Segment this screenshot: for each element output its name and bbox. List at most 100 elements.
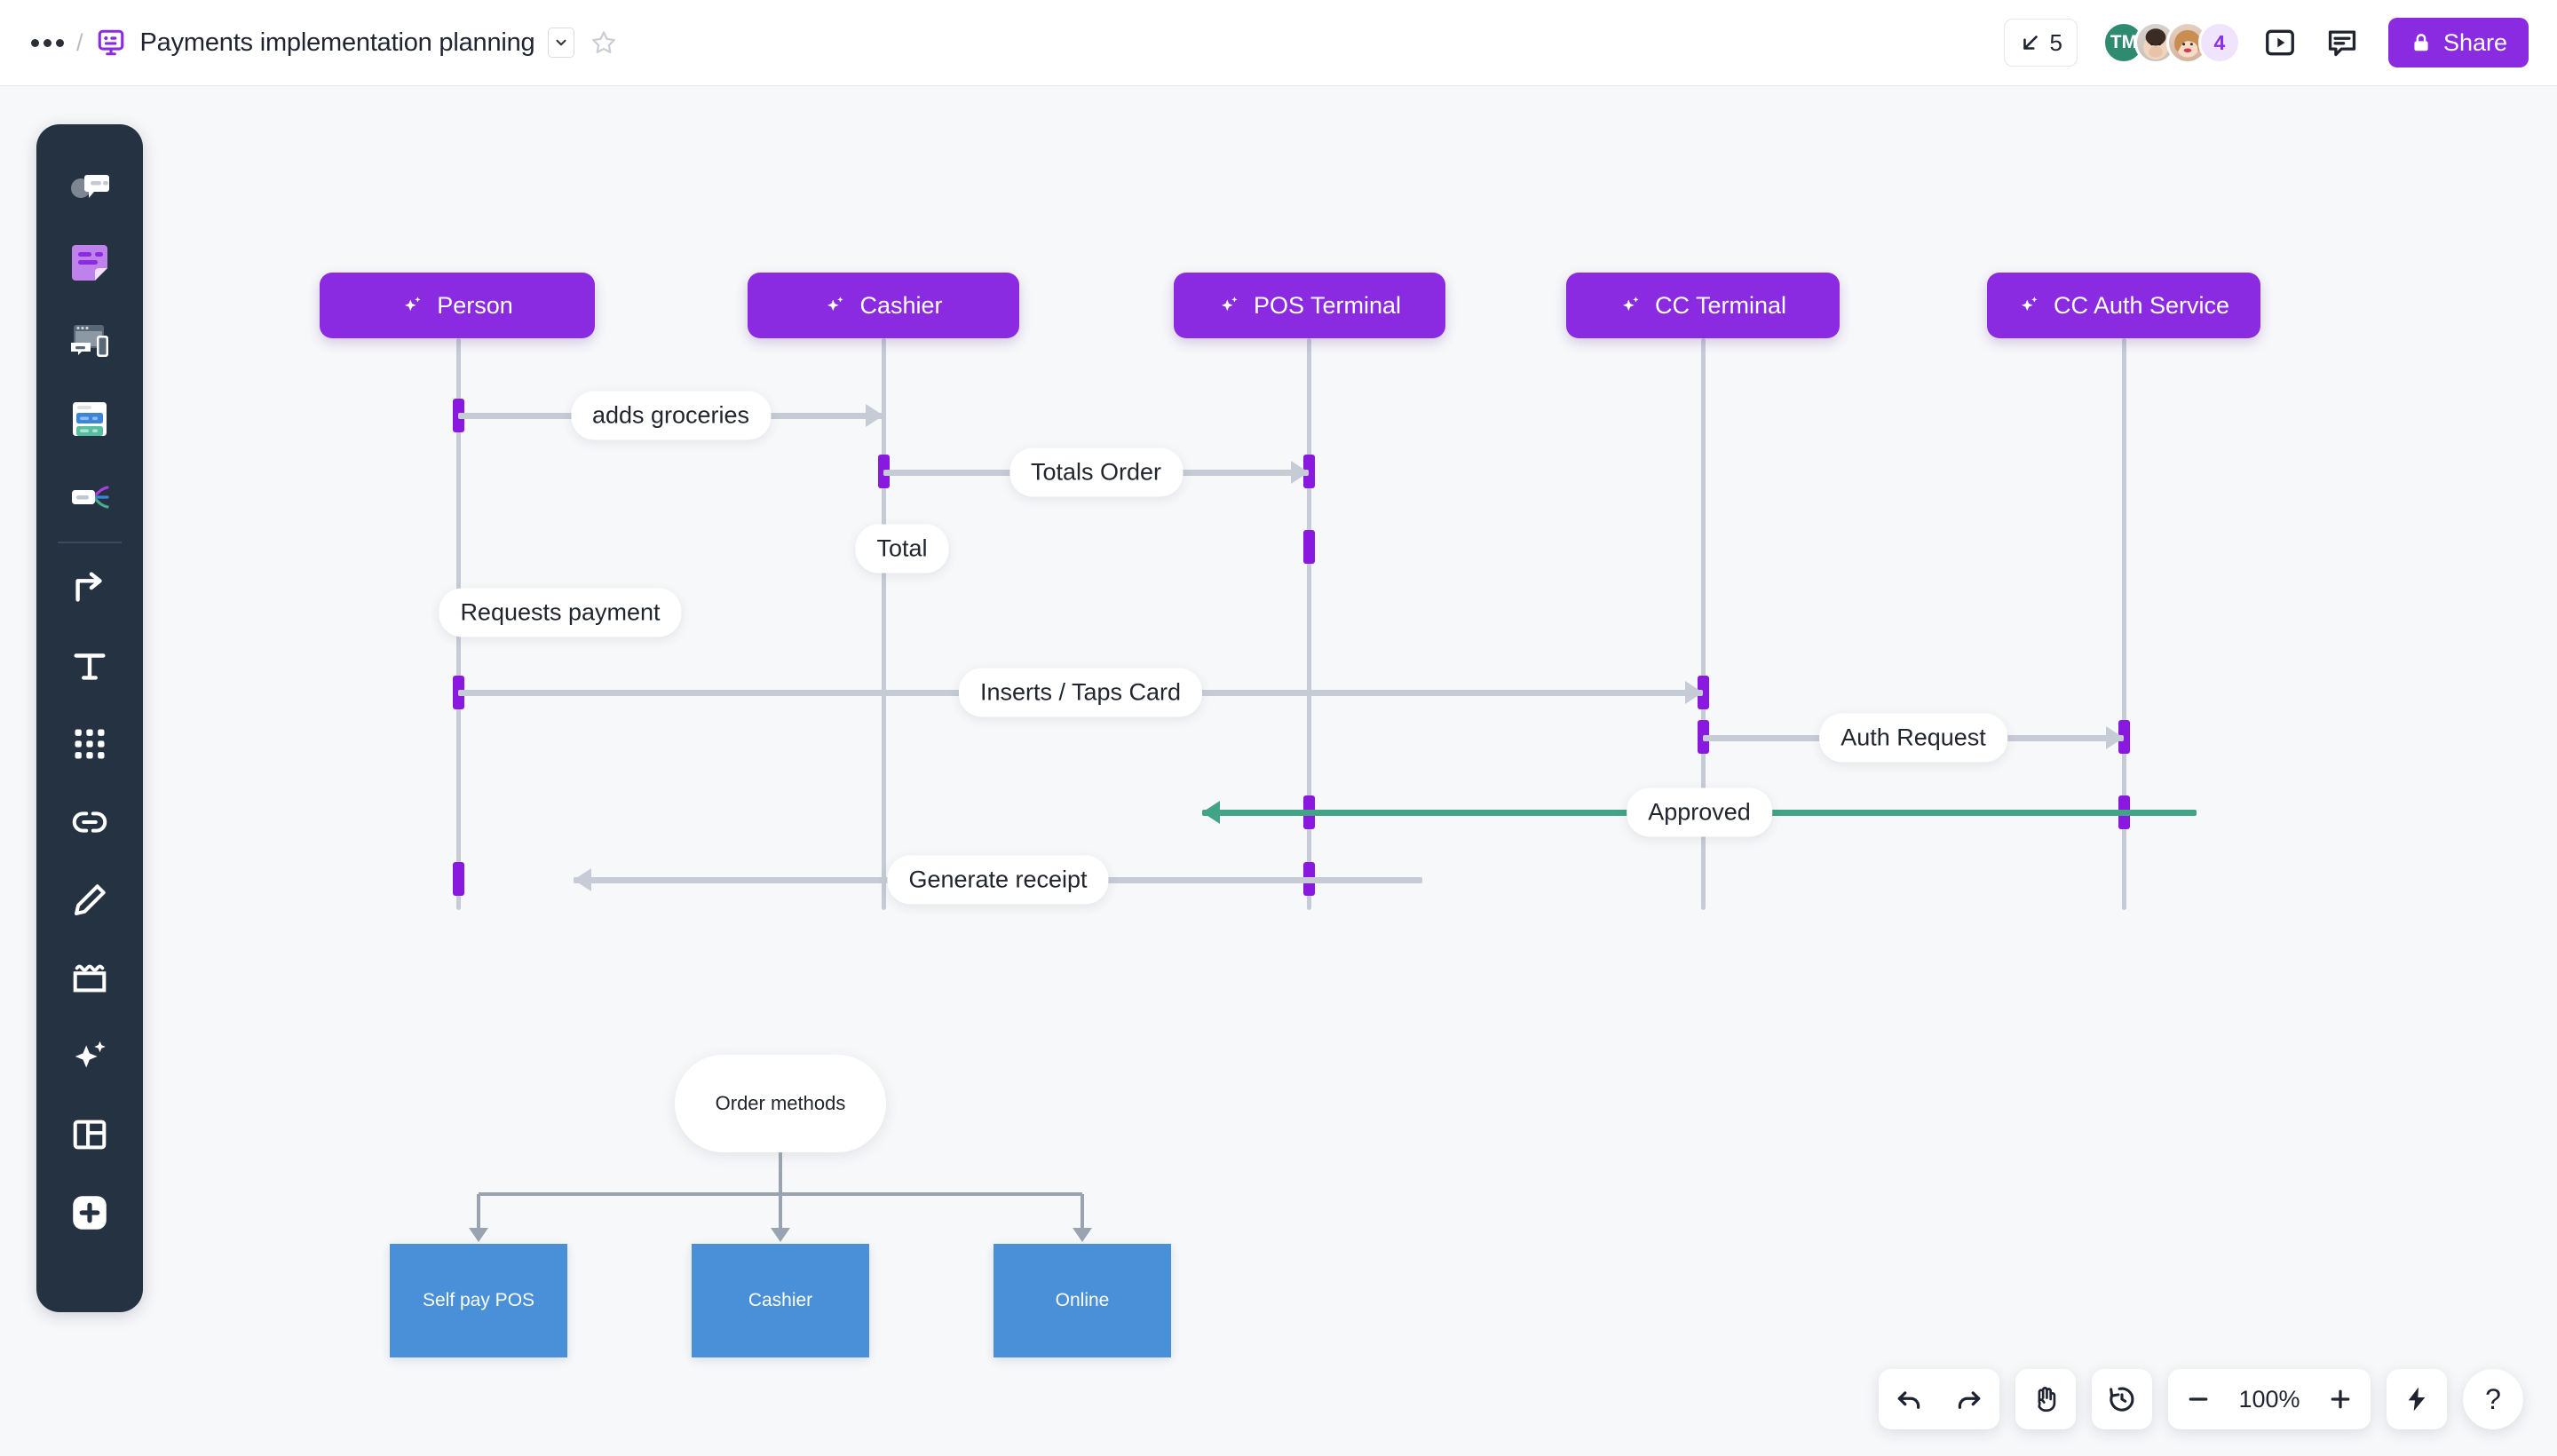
message-label[interactable]: Approved xyxy=(1627,787,1772,837)
zoom-group: 100% xyxy=(2168,1369,2371,1429)
link-icon xyxy=(72,811,107,833)
top-bar-left: / Payments implementation planning xyxy=(0,25,619,60)
mindmap-icon xyxy=(72,486,109,509)
zoom-out-button[interactable] xyxy=(2168,1369,2228,1429)
top-bar-right: 5 TM 4 xyxy=(2004,18,2557,67)
left-toolbar xyxy=(36,124,143,1312)
actor-box-ccauth[interactable]: CC Auth Service xyxy=(1987,273,2260,338)
message-label[interactable]: Total xyxy=(855,524,949,574)
message-label[interactable]: Inserts / Taps Card xyxy=(958,668,1203,717)
history-button[interactable] xyxy=(2092,1369,2152,1429)
quick-actions-group xyxy=(2387,1369,2447,1429)
actor-box-pos[interactable]: POS Terminal xyxy=(1174,273,1445,338)
redo-button[interactable] xyxy=(1939,1369,1999,1429)
tree-branch-0 xyxy=(477,1194,480,1230)
history-icon xyxy=(2110,1387,2134,1412)
message-arrowhead xyxy=(574,868,591,891)
lock-icon xyxy=(2414,34,2428,51)
undo-redo-group xyxy=(1879,1369,1999,1429)
tool-connector[interactable] xyxy=(51,549,129,627)
sparkle-icon xyxy=(1221,297,1238,312)
tool-text[interactable] xyxy=(51,627,129,705)
chevron-down-icon[interactable] xyxy=(547,28,574,58)
message-arrowhead xyxy=(1291,461,1309,484)
avatar-overflow-count: 4 xyxy=(2213,30,2226,54)
undo-icon xyxy=(1897,1391,1920,1409)
share-button[interactable]: Share xyxy=(2387,18,2529,67)
message-label[interactable]: Totals Order xyxy=(1009,447,1184,497)
activation-bar-pos[interactable] xyxy=(1302,530,1315,564)
sparkle-icon xyxy=(2021,297,2038,312)
tool-layout[interactable] xyxy=(51,1096,129,1174)
tree-branch-2 xyxy=(1081,1194,1084,1230)
star-icon[interactable] xyxy=(589,28,619,58)
arrow-turn-icon xyxy=(75,571,102,602)
collaborator-avatars: TM 4 xyxy=(2102,21,2241,64)
sparkle-icon xyxy=(1622,297,1639,312)
tool-wireframe[interactable] xyxy=(51,302,129,380)
tree-child-node[interactable]: Cashier xyxy=(692,1244,869,1357)
more-horizontal-icon[interactable] xyxy=(28,25,67,60)
tool-frame[interactable] xyxy=(51,939,129,1017)
tool-add[interactable] xyxy=(51,1174,129,1252)
tool-ai[interactable] xyxy=(51,1017,129,1096)
layout-panel-icon xyxy=(73,1120,107,1149)
lifeline-pos xyxy=(1306,338,1311,910)
pencil-icon xyxy=(75,883,106,915)
minus-icon xyxy=(2189,1397,2208,1401)
share-label: Share xyxy=(2442,28,2507,56)
tool-sticky-note[interactable] xyxy=(51,224,129,302)
message-label[interactable]: adds groceries xyxy=(570,391,772,440)
hand-tool-group xyxy=(2015,1369,2076,1429)
cursor-count-label: 5 xyxy=(2049,28,2062,56)
tree-root-node[interactable]: Order methods xyxy=(675,1055,886,1152)
actor-label: Person xyxy=(437,291,513,319)
tool-grid[interactable] xyxy=(51,705,129,783)
zoom-level-label[interactable]: 100% xyxy=(2238,1385,2300,1412)
message-label[interactable]: Generate receipt xyxy=(887,855,1109,905)
cursor-count-badge[interactable]: 5 xyxy=(2004,19,2078,67)
hand-tool-button[interactable] xyxy=(2015,1369,2076,1429)
message-arrowhead xyxy=(2106,726,2124,749)
message-arrowhead xyxy=(1685,681,1703,704)
tool-pen[interactable] xyxy=(51,861,129,939)
redo-icon xyxy=(1958,1391,1981,1409)
actor-box-ccterm[interactable]: CC Terminal xyxy=(1566,273,1840,338)
message-label[interactable]: Auth Request xyxy=(1819,713,2007,763)
tree-branch-1 xyxy=(779,1194,782,1230)
message-arrowhead xyxy=(866,404,883,427)
question-mark-icon: ? xyxy=(2485,1382,2501,1415)
wireframe-icon xyxy=(71,325,108,357)
tool-mindmap[interactable] xyxy=(51,458,129,536)
tree-child-node[interactable]: Self pay POS xyxy=(390,1244,567,1357)
tool-link[interactable] xyxy=(51,783,129,861)
avatar-initials: TM xyxy=(2110,32,2138,52)
lightning-icon xyxy=(2408,1387,2426,1412)
quick-actions-button[interactable] xyxy=(2387,1369,2447,1429)
history-group xyxy=(2092,1369,2152,1429)
actor-box-person[interactable]: Person xyxy=(320,273,595,338)
zoom-in-button[interactable] xyxy=(2310,1369,2371,1429)
top-bar: / Payments implementation planning xyxy=(0,0,2557,86)
tool-templates[interactable] xyxy=(51,146,129,224)
tree-arrowhead xyxy=(469,1228,488,1242)
tree-arrowhead xyxy=(771,1228,790,1242)
toolbar-divider xyxy=(58,542,122,543)
tree-child-node[interactable]: Online xyxy=(994,1244,1171,1357)
actor-box-cashier[interactable]: Cashier xyxy=(748,273,1019,338)
avatar-overflow[interactable]: 4 xyxy=(2197,21,2241,64)
message-arrowhead xyxy=(1202,801,1220,824)
comment-icon[interactable] xyxy=(2319,20,2365,66)
message-label[interactable]: Requests payment xyxy=(439,588,682,637)
activation-bar-person[interactable] xyxy=(452,862,464,896)
tool-cards[interactable] xyxy=(51,380,129,458)
undo-button[interactable] xyxy=(1879,1369,1939,1429)
present-play-icon[interactable] xyxy=(2257,20,2303,66)
sticky-note-icon xyxy=(72,245,107,281)
actor-label: POS Terminal xyxy=(1253,291,1402,319)
help-button[interactable]: ? xyxy=(2463,1369,2523,1429)
actor-label: CC Terminal xyxy=(1654,291,1787,319)
